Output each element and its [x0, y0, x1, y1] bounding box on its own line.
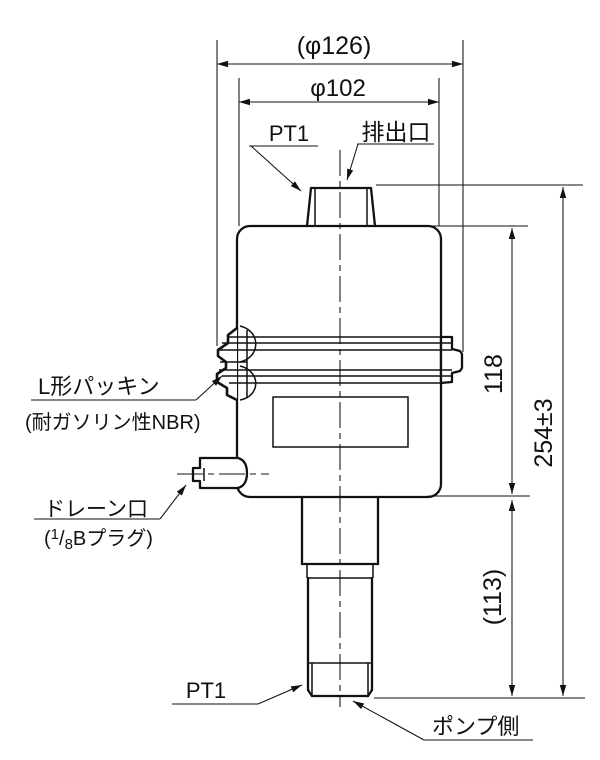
drain-boss	[177, 456, 269, 490]
label-packing: L形パッキン	[38, 374, 160, 399]
label-bottom-port-thread: PT1	[186, 678, 226, 703]
label-drain-plug: (1/8Bプラグ)	[44, 526, 153, 553]
label-pump-side: ポンプ側	[432, 714, 519, 739]
strainer-body-outline	[235, 224, 443, 499]
label-top-port-thread: PT1	[269, 121, 309, 146]
leader-lines	[31, 143, 533, 741]
leader-bottom-port	[257, 684, 303, 705]
lower-stem	[300, 495, 380, 665]
dim-text-overall-height: 254±3	[530, 398, 558, 467]
dim-text-lower-height: (113)	[479, 569, 507, 626]
leader-top-port	[250, 145, 302, 192]
dim-text-body-diameter: φ102	[310, 75, 366, 102]
dim-text-flange-diameter: (φ126)	[297, 32, 372, 60]
l-packing-section	[215, 325, 257, 402]
leader-pump-side	[352, 700, 425, 741]
flange-band-lines	[219, 336, 452, 384]
label-drain-port: ドレーン口	[44, 498, 148, 521]
flange-right-profile	[439, 335, 464, 385]
leader-packing	[195, 375, 223, 401]
extension-lines	[216, 40, 585, 699]
top-port-nipple	[305, 186, 377, 228]
leader-drain	[159, 484, 187, 520]
leader-outlet	[346, 143, 359, 181]
label-packing-material: (耐ガソリン性NBR)	[25, 411, 201, 434]
label-outlet-port: 排出口	[362, 119, 431, 145]
dim-text-upper-height: 118	[480, 354, 508, 394]
